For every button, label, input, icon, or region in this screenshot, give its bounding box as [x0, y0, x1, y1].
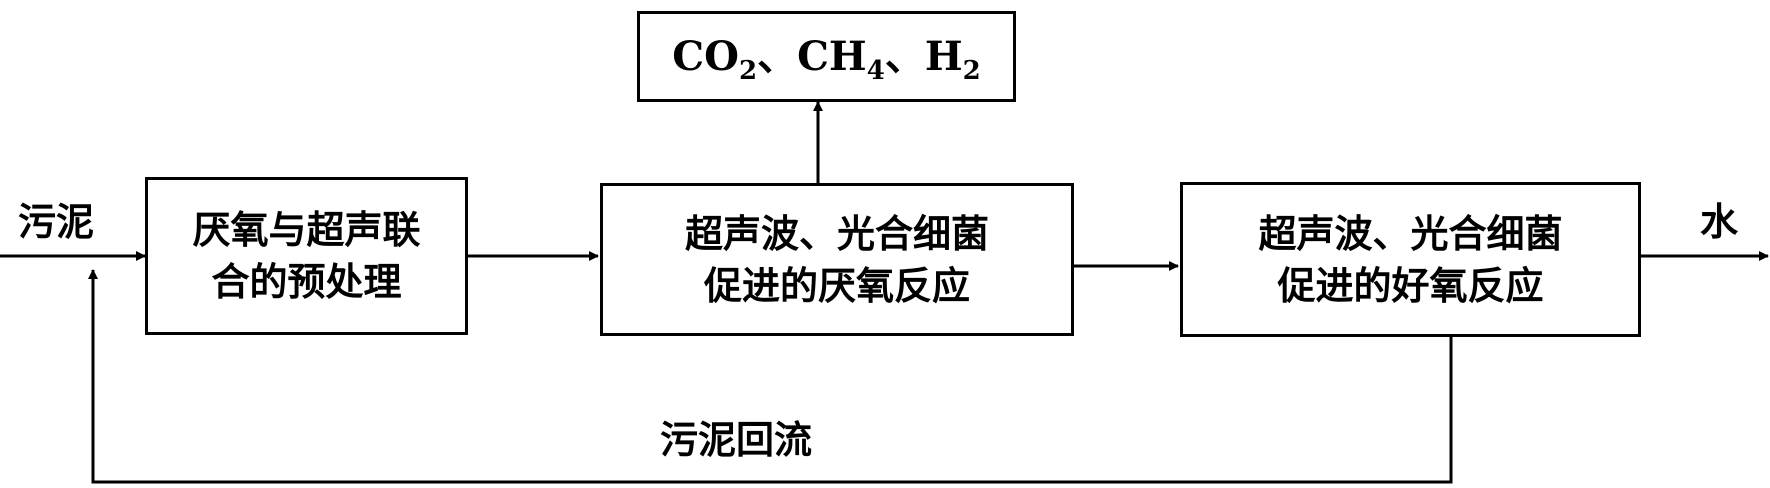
- gas-ch4: CH4: [797, 32, 885, 86]
- anaerobic-reaction-box: 超声波、光合细菌 促进的厌氧反应: [600, 183, 1074, 336]
- gas-separator: 、: [757, 32, 798, 80]
- pretreatment-box: 厌氧与超声联 合的预处理: [145, 177, 468, 335]
- aerobic-line2: 促进的好氧反应: [1277, 263, 1544, 308]
- aerobic-reaction-box: 超声波、光合细菌 促进的好氧反应: [1180, 182, 1641, 337]
- recycle-line: [88, 269, 1453, 484]
- sludge-input-label: 污泥: [18, 200, 95, 244]
- anaerobic-line2: 促进的厌氧反应: [703, 263, 970, 308]
- aerobic-line1: 超声波、光合细菌: [1258, 211, 1563, 256]
- gas-h2: H2: [924, 32, 981, 86]
- sludge-recycle-label: 污泥回流: [660, 418, 813, 462]
- pretreatment-line2: 合的预处理: [211, 260, 402, 304]
- gas-co2: CO2: [672, 32, 758, 86]
- gas-list: CO2、CH4、H2: [672, 31, 981, 86]
- gas-output-box: CO2、CH4、H2: [637, 11, 1016, 102]
- pretreatment-line1: 厌氧与超声联: [192, 208, 421, 252]
- anaerobic-line1: 超声波、光合细菌: [684, 211, 989, 256]
- gas-separator: 、: [884, 32, 925, 80]
- water-output-label: 水: [1700, 200, 1739, 244]
